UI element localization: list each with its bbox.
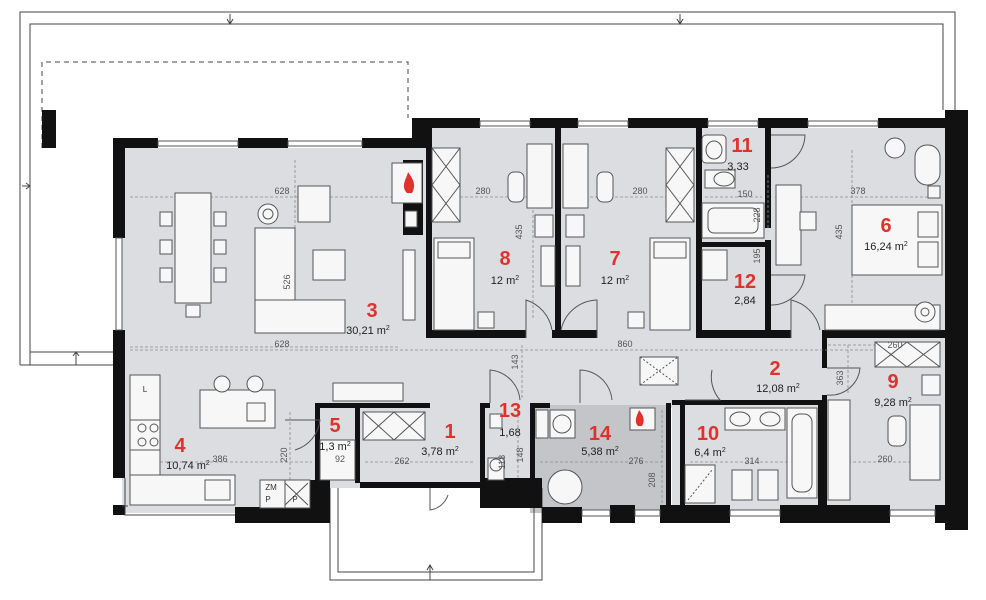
room-12-number: 12 (734, 271, 756, 293)
living-room-furniture (159, 162, 423, 334)
kitchen-furniture (129, 374, 356, 509)
bathroom-10-fixtures (684, 407, 818, 504)
p-label-1: P (265, 495, 270, 504)
entrance-porch (329, 488, 543, 581)
tv-unit (402, 249, 416, 321)
room-9-number: 9 (887, 371, 898, 393)
bathroom-14-fixtures (535, 407, 656, 505)
room-2-number: 2 (769, 358, 780, 380)
room-1-area: 3,78 m2 (421, 446, 459, 458)
fridge-label: L (143, 385, 148, 394)
dim-hall-width: 860 (617, 339, 632, 349)
room-10-number: 10 (697, 423, 719, 445)
dim-room13-height: 148 (515, 447, 525, 462)
wc-13-fixtures (487, 413, 505, 481)
room-7-furniture (562, 143, 695, 331)
room-labels: 1 3,78 m2 2 12,08 m2 3 30,21 m2 4 10,74 … (166, 135, 912, 472)
room-11-area: 3,33 (727, 161, 748, 173)
room-9-area: 9,28 m2 (874, 397, 912, 409)
room-6-area: 16,24 m2 (864, 241, 908, 253)
terrace-arrows (22, 14, 684, 365)
room-4-area: 10,74 m2 (166, 460, 210, 472)
kitchen-bay (122, 478, 235, 516)
boiler-fire-icon (635, 410, 644, 426)
dim-room14-width: 276 (628, 456, 643, 466)
room-1-number: 1 (444, 421, 455, 443)
hall-furniture (332, 356, 679, 441)
room-11-number: 11 (731, 135, 752, 157)
dim-room9-bottom: 260 (877, 454, 892, 464)
dim-bath11-height: 228 (752, 207, 762, 222)
room-6-number: 6 (880, 215, 891, 237)
room-7-area: 12 m2 (601, 275, 629, 287)
dim-room6-width: 378 (850, 186, 865, 196)
coffee-table (312, 249, 346, 281)
dim-bath11-width: 150 (737, 189, 752, 199)
dining-table (174, 192, 212, 304)
dim-room13-width: 118 (497, 455, 507, 469)
chimney-block (42, 110, 56, 148)
room-4-number: 4 (174, 435, 186, 457)
dim-kitchen-width: 386 (212, 454, 227, 464)
bathroom-11-fixtures (701, 134, 765, 239)
dim-kitchen-height: 220 (279, 447, 289, 462)
room-14-area: 5,38 m2 (581, 446, 619, 458)
p-label-2: P (292, 495, 297, 504)
room-2-area: 12,08 m2 (756, 383, 800, 395)
dim-living-height: 526 (282, 274, 292, 289)
room-6-furniture (775, 137, 943, 331)
dim-room6-height: 435 (834, 224, 844, 239)
terrace-outline (19, 11, 956, 366)
dim-room2-height: 363 (835, 370, 845, 385)
room-7-number: 7 (609, 248, 620, 270)
dim-room8-height: 435 (514, 224, 524, 239)
dim-room12-height: 195 (752, 248, 762, 263)
room-9-furniture (827, 341, 941, 501)
room-13-number: 13 (499, 400, 521, 422)
dim-room10-width: 314 (744, 456, 759, 466)
walls (113, 110, 968, 530)
room-13-area: 1,68 (499, 427, 520, 439)
dim-room14-height: 208 (647, 472, 657, 487)
room-3-area: 30,21 m2 (346, 325, 390, 337)
room-8-number: 8 (499, 248, 510, 270)
dim-hall-height: 143 (510, 354, 520, 369)
dim-living-bottom: 628 (274, 339, 289, 349)
room-8-furniture (431, 143, 556, 331)
dim-living-top: 628 (274, 186, 289, 196)
room-5-number: 5 (329, 415, 340, 437)
boiler-label: ZM (265, 483, 277, 492)
room-5-area: 1,3 m2 (319, 441, 351, 453)
doors (285, 134, 861, 511)
fire-icon (403, 172, 415, 193)
room-12-area: 2,84 (734, 295, 755, 307)
dim-room8-width: 280 (475, 186, 490, 196)
dim-room7-width: 280 (632, 186, 647, 196)
room-8-area: 12 m2 (491, 275, 519, 287)
room-14-number: 14 (589, 423, 612, 445)
dimension-labels: 628 628 526 280 435 280 150 228 195 378 … (212, 186, 902, 488)
dim-room1-width: 262 (394, 456, 409, 466)
armchair (297, 185, 331, 223)
windows (115, 120, 936, 517)
room-10-area: 6,4 m2 (694, 447, 726, 459)
room-12-furniture (701, 249, 728, 281)
room-3-number: 3 (366, 300, 377, 322)
dim-room9-top: 260 (887, 340, 902, 350)
dim-room5-width: 92 (335, 454, 345, 464)
